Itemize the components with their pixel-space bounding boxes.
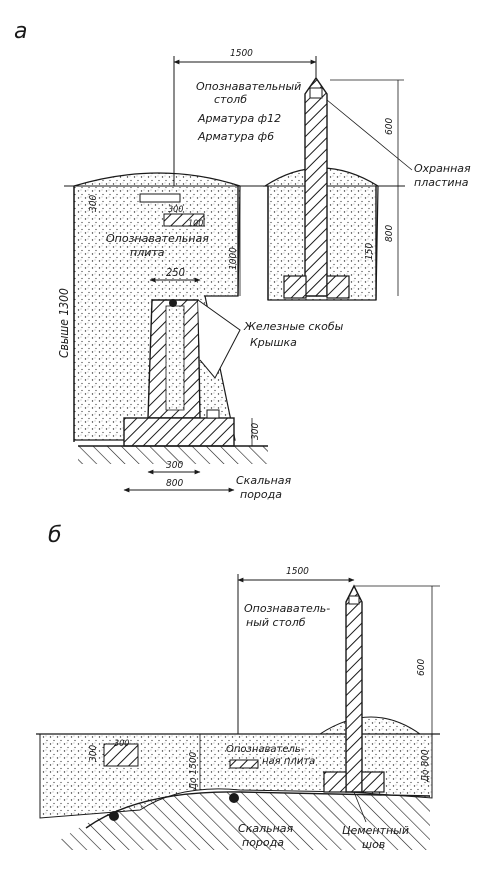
base-pad-a xyxy=(123,417,235,447)
post-base-right xyxy=(326,275,350,299)
label-marker-slab-line2: плита xyxy=(130,246,165,259)
label-rebar-6: Арматура ф6 xyxy=(197,130,274,143)
marker-slab-b-right xyxy=(229,759,259,769)
label-b-marker-post-line2: ный столб xyxy=(246,616,306,629)
anchor-point-right xyxy=(229,793,239,803)
dim-a-base-height-right: 150 xyxy=(364,243,375,260)
dim-b-depth-right: До 800 xyxy=(420,749,431,783)
figure-letter-a: а xyxy=(14,19,27,44)
label-marker-slab-line1: Опознавательная xyxy=(106,232,209,245)
label-b-cement-seam-line2: шов xyxy=(362,838,385,851)
dim-a-post-below: 800 xyxy=(384,225,395,242)
anchor-point-left xyxy=(109,811,119,821)
dim-a-bottom-width: 800 xyxy=(166,478,183,489)
dim-a-slab-depth: 1000 xyxy=(228,247,239,270)
label-marker-post-line2: столб xyxy=(214,93,247,106)
dim-b-depth-left: До 1500 xyxy=(188,751,199,791)
cover-wedge xyxy=(197,299,241,379)
label-guard-plate-line1: Охранная xyxy=(414,162,471,175)
dim-a-slab-width: 300 xyxy=(168,205,183,215)
diagram-a: а 1500 xyxy=(14,19,471,501)
marker-slab-a xyxy=(163,213,205,227)
rock-ground-a xyxy=(78,446,268,464)
label-b-marker-slab-line1: Опознаватель- xyxy=(226,744,305,755)
dim-b-slab-width: 300 xyxy=(114,739,129,749)
label-marker-post-line1: Опознавательный xyxy=(196,80,301,93)
marker-post-a xyxy=(304,76,328,297)
dim-a-post-above: 600 xyxy=(384,118,395,135)
dim-a-pit-top: 250 xyxy=(166,266,185,279)
rock-ground-b xyxy=(60,791,430,850)
figure-letter-b: б xyxy=(48,523,62,548)
label-b-cement-seam-line1: Цементный xyxy=(342,824,409,837)
dim-b-surface-layer: 300 xyxy=(88,745,99,762)
dim-a-surface-layer: 300 xyxy=(88,195,99,212)
post-base-b-right xyxy=(361,771,385,793)
dim-b-post-above: 600 xyxy=(416,659,427,676)
label-iron-brackets: Железные скобы xyxy=(243,320,344,333)
post-base-b-left xyxy=(323,771,347,793)
label-b-marker-slab-line2: ная плита xyxy=(262,756,315,767)
bracket-point xyxy=(169,299,177,307)
label-rock-line2: порода xyxy=(240,488,282,501)
label-b-rock-line2: порода xyxy=(242,836,284,849)
surface-layer-band xyxy=(139,193,181,203)
dim-a-base-height: 300 xyxy=(250,423,261,440)
diagram-b: б 1500 600 До 800 До 1500 300 300 Опозна… xyxy=(36,523,440,851)
label-guard-plate-line2: пластина xyxy=(414,176,469,189)
label-b-marker-post-line1: Опознаватель- xyxy=(244,602,330,615)
post-base-left xyxy=(283,275,307,299)
dim-a-over-depth: Свыше 1300 xyxy=(57,288,71,358)
label-b-rock-line1: Скальная xyxy=(238,822,294,835)
dim-a-inner-width: 300 xyxy=(166,460,183,471)
dim-a-slab-thk: 100 xyxy=(188,219,203,229)
label-rock-line1: Скальная xyxy=(236,474,292,487)
marker-post-b xyxy=(345,584,363,793)
label-rebar-12: Арматура ф12 xyxy=(197,112,281,125)
dim-a-top-width: 1500 xyxy=(230,48,253,59)
label-cover: Крышка xyxy=(250,336,297,349)
dim-b-top-width: 1500 xyxy=(286,566,309,577)
marker-slab-b-left xyxy=(103,743,139,767)
